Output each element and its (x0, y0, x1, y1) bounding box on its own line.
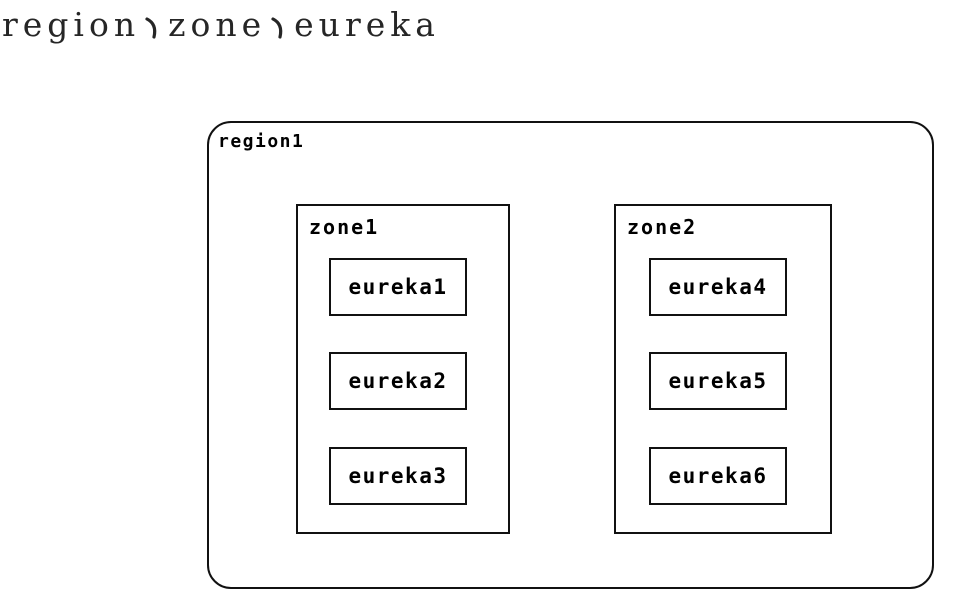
zone-box-zone2: zone2 eureka4 eureka5 eureka6 (614, 204, 832, 534)
eureka-node: eureka1 (329, 258, 467, 316)
zone-label: zone1 (309, 215, 380, 239)
page-title-part: eureka (294, 5, 440, 44)
eureka-node: eureka4 (649, 258, 787, 316)
page-title: region zone eureka (2, 5, 440, 44)
eureka-node-label: eureka4 (668, 275, 768, 299)
ideographic-comma-icon (266, 12, 294, 46)
zone-box-zone1: zone1 eureka1 eureka2 eureka3 (296, 204, 510, 534)
eureka-node-label: eureka6 (668, 464, 768, 488)
eureka-node-label: eureka3 (348, 464, 448, 488)
eureka-node: eureka5 (649, 352, 787, 410)
eureka-node: eureka2 (329, 352, 467, 410)
page-title-part: zone (168, 5, 267, 44)
eureka-node: eureka6 (649, 447, 787, 505)
eureka-node: eureka3 (329, 447, 467, 505)
page-title-part: region (2, 5, 141, 44)
region-label: region1 (218, 131, 305, 152)
eureka-node-label: eureka2 (348, 369, 448, 393)
eureka-node-label: eureka5 (668, 369, 768, 393)
eureka-node-label: eureka1 (348, 275, 448, 299)
ideographic-comma-icon (140, 12, 168, 46)
region-box: region1 zone1 eureka1 eureka2 eureka3 zo… (207, 121, 934, 589)
zone-label: zone2 (627, 215, 698, 239)
